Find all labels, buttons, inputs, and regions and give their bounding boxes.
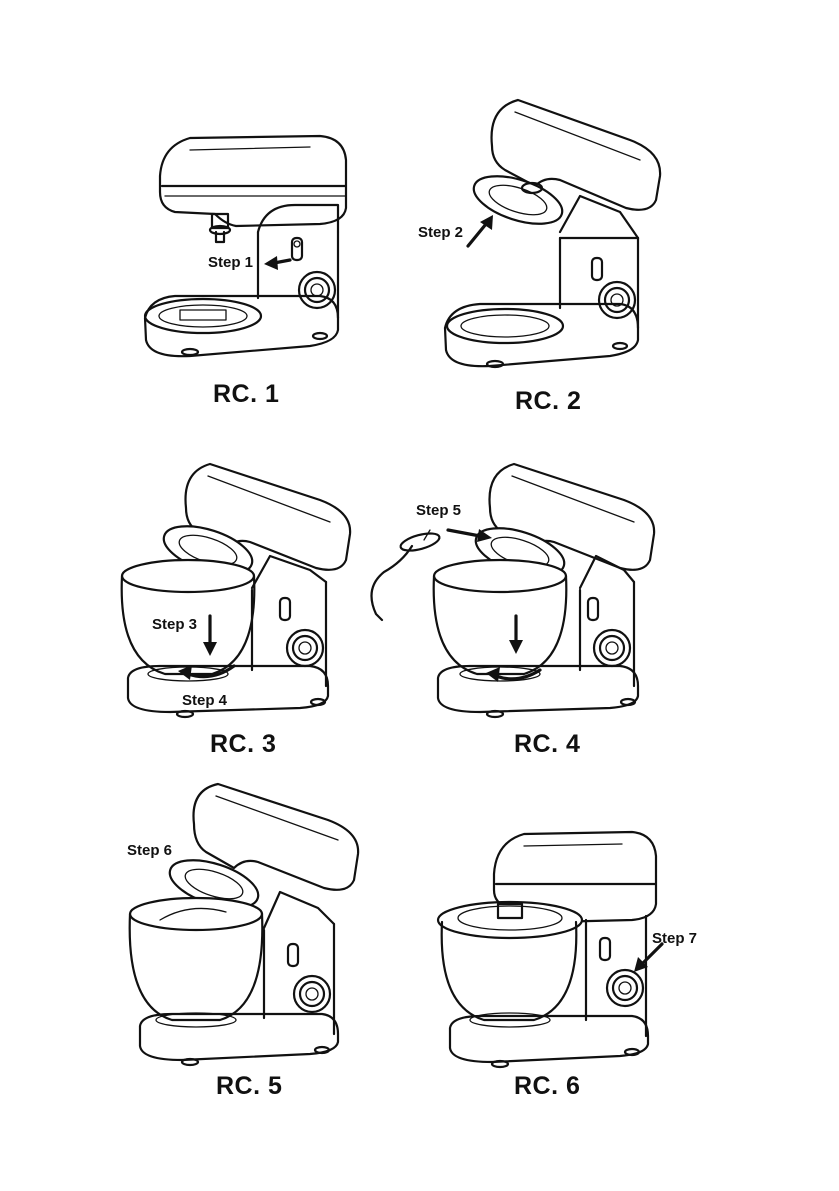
- step-2-label: Step 2: [418, 224, 463, 241]
- figure-caption-rc5: RC. 5: [216, 1072, 282, 1101]
- figure-rc2: Step 2 RC. 2: [410, 0, 839, 420]
- figure-rc1: Step 1 RC. 1: [0, 0, 420, 420]
- step-1-label: Step 1: [208, 254, 253, 271]
- figure-rc4: Step 5 RC. 4: [340, 430, 839, 770]
- stand-mixer-head-down-illustration: [0, 0, 420, 420]
- figure-rc6: Step 7 RC. 6: [420, 780, 839, 1110]
- figure-caption-rc4: RC. 4: [514, 730, 580, 759]
- stand-mixer-attachment-insert-illustration: [340, 430, 839, 770]
- figure-rc5: Step 6 RC. 5: [0, 780, 420, 1110]
- step-4-label: Step 4: [182, 692, 227, 709]
- step-3-label: Step 3: [152, 616, 197, 633]
- stand-mixer-ready-illustration: [420, 780, 839, 1110]
- stand-mixer-lower-head-illustration: [0, 780, 420, 1110]
- figure-caption-rc3: RC. 3: [210, 730, 276, 759]
- figure-caption-rc1: RC. 1: [213, 380, 279, 409]
- step-7-label: Step 7: [652, 930, 697, 947]
- figure-caption-rc2: RC. 2: [515, 387, 581, 416]
- stand-mixer-head-up-illustration: [410, 0, 839, 420]
- step-6-label: Step 6: [127, 842, 172, 859]
- step-5-label: Step 5: [416, 502, 461, 519]
- figure-caption-rc6: RC. 6: [514, 1072, 580, 1101]
